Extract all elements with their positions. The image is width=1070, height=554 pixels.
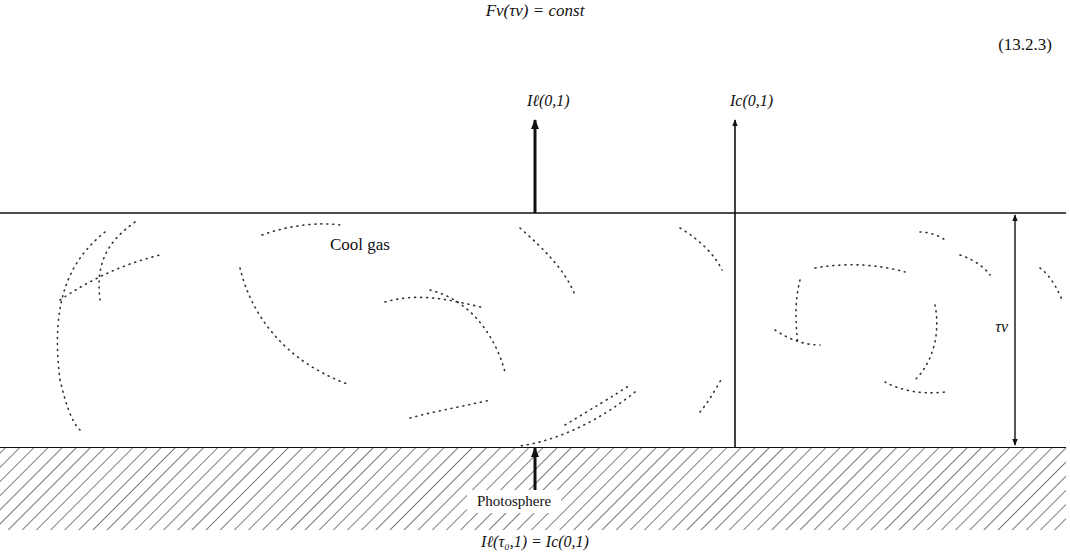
flux-arrow (534, 448, 537, 490)
emergent-line-arrow (534, 120, 537, 213)
depth-label: τν (995, 318, 1008, 336)
equation: Fν(τν) = const (486, 2, 585, 21)
region-name: Photosphere (472, 493, 556, 510)
equation-number: (13.2.3) (998, 36, 1052, 55)
depth-arrow (1014, 215, 1015, 445)
convection-dots (57, 222, 1062, 446)
gas-layer: Cool gas (0, 213, 1066, 448)
intensity-label: Ic(0,1) (730, 92, 773, 110)
region-name: Cool gas (330, 236, 390, 255)
photosphere-label-box: Photosphere (467, 490, 561, 513)
intensity-equation: Iℓ(τ₀,1) = Ic(0,1) (481, 533, 589, 551)
photosphere-hatching (0, 448, 1066, 530)
intensity-label: Iℓ(0,1) (527, 92, 570, 110)
continuum-arrow (734, 120, 736, 447)
